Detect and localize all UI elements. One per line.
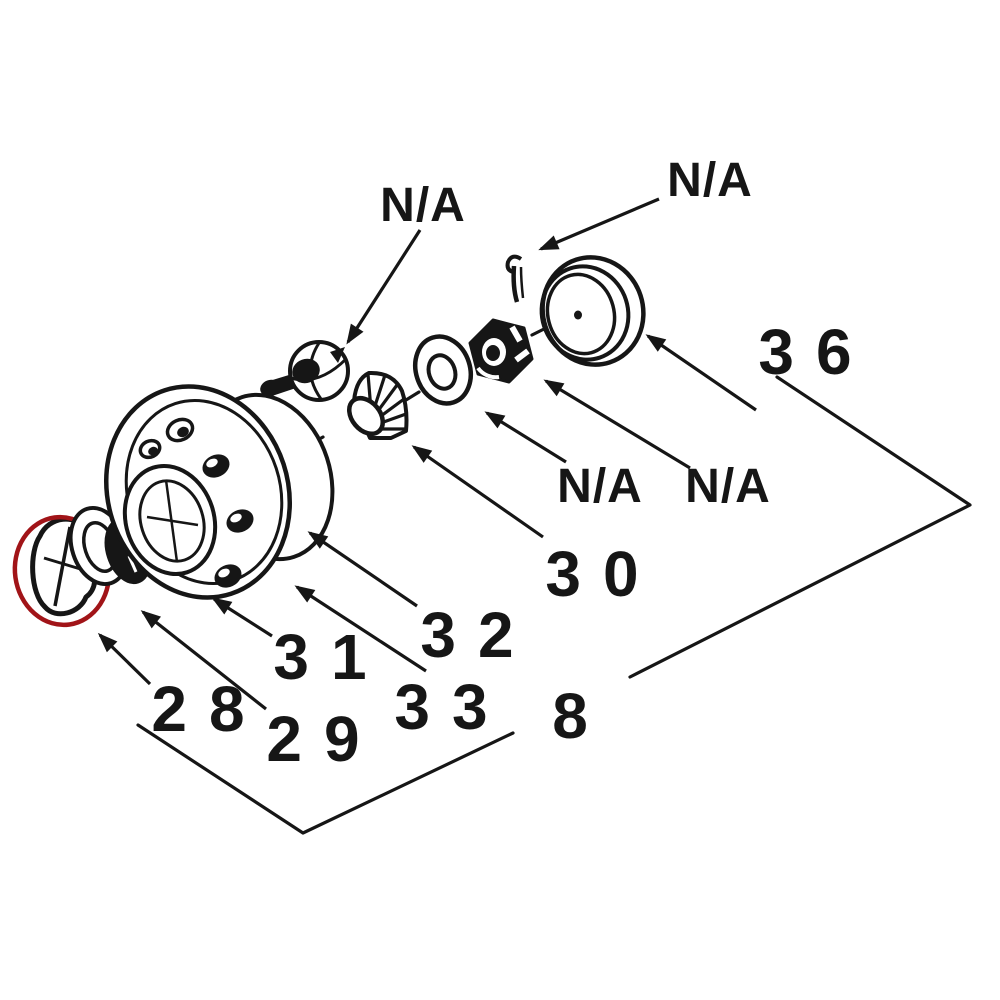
callout-na-cotter-pin: N/A [667, 154, 753, 207]
leader-lines [97, 197, 757, 711]
leader-na-cotter-pin [538, 197, 660, 251]
callout-29: 29 [266, 703, 381, 775]
callout-30: 30 [545, 538, 660, 610]
spindle-washer [413, 334, 473, 406]
leader-na-washer [484, 411, 567, 464]
leader-36 [645, 334, 757, 412]
leader-32 [307, 531, 418, 608]
wheel-hub [103, 384, 335, 600]
castle-nut [468, 318, 534, 384]
leader-30 [411, 445, 544, 539]
leader-33 [294, 585, 427, 673]
leader-31 [211, 597, 273, 638]
leader-na-hub-bolt [346, 229, 422, 345]
assembly-bracket-8 [136, 375, 972, 835]
bearing-cup [539, 255, 646, 367]
callout-na-hub-bolt: N/A [380, 179, 466, 232]
hub-bolt-holes [138, 417, 254, 588]
cotter-pin [505, 254, 525, 303]
callout-36: 36 [758, 316, 873, 388]
callout-33: 33 [394, 671, 509, 743]
leader-28 [97, 632, 152, 686]
callout-labels: N/A N/A N/A N/A 36 30 32 31 33 28 29 8 [151, 154, 873, 775]
callout-na-washer: N/A [557, 460, 643, 513]
callout-31: 31 [273, 621, 388, 693]
callout-na-castle-nut: N/A [685, 460, 771, 513]
callout-28: 28 [151, 673, 266, 745]
leader-na-castle-nut [543, 379, 691, 470]
leader-29 [140, 610, 267, 711]
callout-8: 8 [552, 680, 588, 752]
hub-bolt [260, 340, 350, 402]
callout-32: 32 [420, 599, 535, 671]
outer-bearing-cone [347, 370, 409, 440]
